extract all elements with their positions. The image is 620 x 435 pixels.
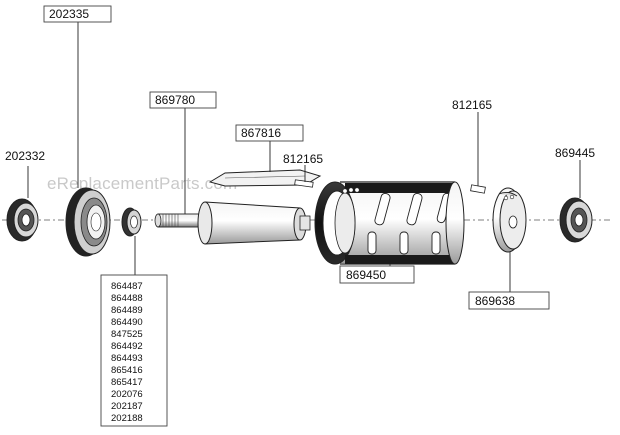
label-867816: 867816: [241, 126, 281, 140]
kit-part: 847525: [111, 329, 143, 340]
box-869450: [339, 265, 415, 284]
kit-parts-box: [100, 274, 168, 427]
housing-202335[interactable]: [65, 187, 111, 257]
kit-parts-list: 864487 864488 864489 864490 847525 86449…: [111, 281, 143, 424]
bearing-869445[interactable]: [559, 197, 593, 243]
blade-867816[interactable]: [208, 169, 322, 187]
kit-part: 865416: [111, 365, 143, 376]
label-869638: 869638: [475, 294, 515, 308]
label-869450: 869450: [346, 268, 386, 282]
label-869780: 869780: [155, 93, 195, 107]
box-867816: [235, 124, 304, 142]
small-bearing[interactable]: [121, 207, 142, 237]
kit-part: 864487: [111, 281, 143, 292]
shaft-869780[interactable]: [154, 201, 311, 245]
watermark: eReplacementParts.com: [47, 174, 237, 193]
kit-part: 864492: [111, 341, 143, 352]
kit-part: 864489: [111, 305, 143, 316]
kit-part: 202076: [111, 389, 143, 400]
kit-part: 865417: [111, 377, 143, 388]
kit-part: 864490: [111, 317, 143, 328]
pin-812165-left[interactable]: [294, 179, 314, 188]
bearing-202332[interactable]: [6, 198, 39, 242]
end-cap-869638[interactable]: [492, 187, 527, 253]
label-202335: 202335: [49, 7, 89, 21]
label-869445: 869445: [555, 146, 595, 160]
label-812165-right: 812165: [452, 98, 492, 112]
kit-part: 202188: [111, 413, 143, 424]
cutter-drum-869450[interactable]: [314, 181, 465, 265]
box-869780: [149, 91, 217, 109]
label-812165-left: 812165: [283, 152, 323, 166]
box-202335: [43, 5, 112, 23]
kit-part: 202187: [111, 401, 143, 412]
label-202332: 202332: [5, 149, 45, 163]
pin-812165-right[interactable]: [470, 184, 486, 194]
box-869638: [468, 291, 550, 310]
kit-part: 864493: [111, 353, 143, 364]
kit-part: 864488: [111, 293, 143, 304]
